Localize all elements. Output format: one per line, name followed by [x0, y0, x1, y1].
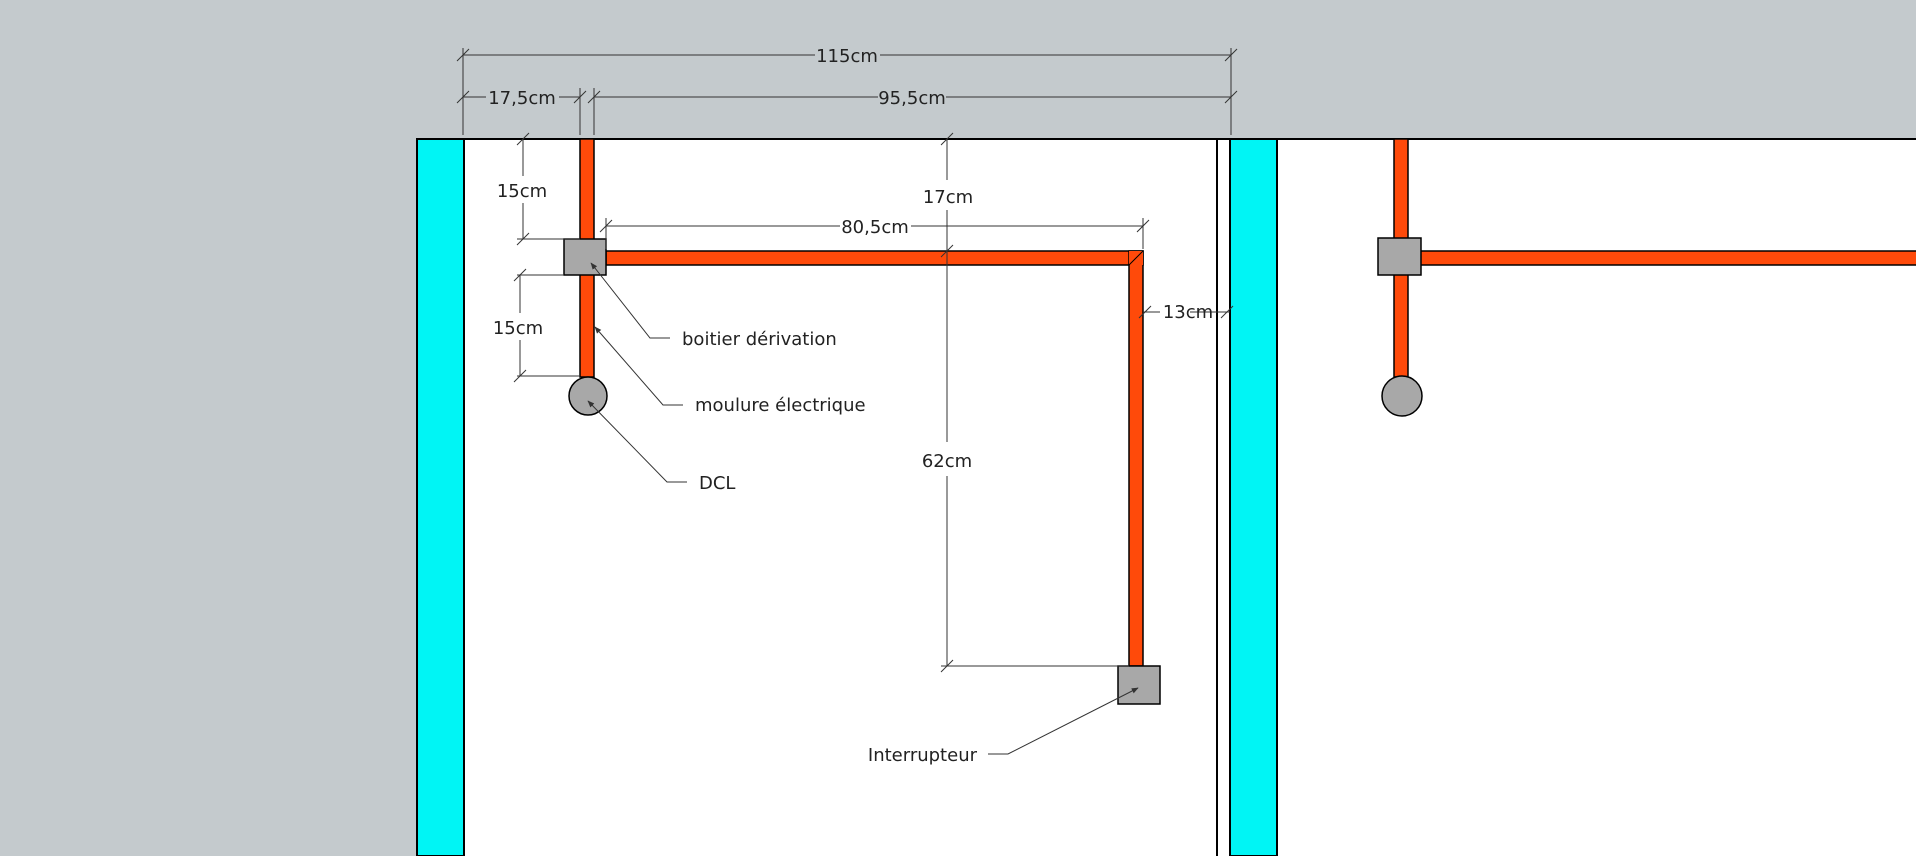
dim-label-right-span: 95,5cm [878, 88, 946, 109]
molding-vertical-switch [1128, 250, 1144, 667]
molding-vertical-dcl [579, 272, 595, 378]
right-molding-vertical-dcl [1393, 273, 1409, 378]
dim-label-horizontal-run: 80,5cm [841, 217, 909, 238]
callout-label-molding: moulure électrique [695, 395, 866, 416]
callout-label-junction-box: boitier dérivation [682, 329, 837, 350]
right-junction-box [1377, 237, 1422, 276]
callout-switch: Interrupteur [868, 687, 1139, 766]
dimension-horizontal-run: 80,5cm [599, 217, 1150, 249]
middle-wall [1229, 138, 1278, 856]
molding-corner-miter [1128, 250, 1144, 266]
dim-label-dcl-from-box: 15cm [493, 318, 543, 339]
dimension-left-offset: 17,5cm [456, 88, 587, 135]
left-wall [416, 138, 465, 856]
dimension-box-from-ceiling: 15cm [497, 132, 580, 246]
callout-label-switch: Interrupteur [868, 745, 978, 766]
dimension-total-width: 115cm [456, 46, 1238, 135]
right-dcl-ceiling-outlet [1381, 375, 1423, 417]
dimension-dcl-from-box: 15cm [493, 268, 580, 383]
dim-label-box-from-ceiling: 15cm [497, 181, 547, 202]
dimension-junction-drop: 17cm [923, 132, 973, 258]
dim-label-total-width: 115cm [816, 46, 878, 67]
callout-molding: moulure électrique [594, 326, 866, 416]
dim-label-junction-drop: 17cm [923, 187, 973, 208]
molding-vertical-top [579, 138, 595, 242]
callout-junction-box: boitier dérivation [590, 262, 837, 350]
dim-label-left-offset: 17,5cm [488, 88, 556, 109]
right-molding-vertical-top [1393, 138, 1409, 241]
junction-box [563, 238, 607, 276]
molding-horizontal [605, 250, 1144, 266]
dimension-right-span: 95,5cm [587, 88, 1238, 135]
callout-dcl: DCL [587, 400, 735, 494]
switch-box [1117, 665, 1161, 705]
callout-label-dcl: DCL [699, 473, 735, 494]
dimension-vertical-run: 62cm [922, 251, 1129, 673]
dimension-wall-gap: 13cm [1138, 302, 1234, 323]
dim-label-wall-gap: 13cm [1163, 302, 1213, 323]
dim-label-vertical-run: 62cm [922, 451, 972, 472]
room-area [417, 139, 1916, 856]
right-molding-horizontal [1419, 250, 1916, 266]
dcl-ceiling-outlet [568, 376, 608, 416]
